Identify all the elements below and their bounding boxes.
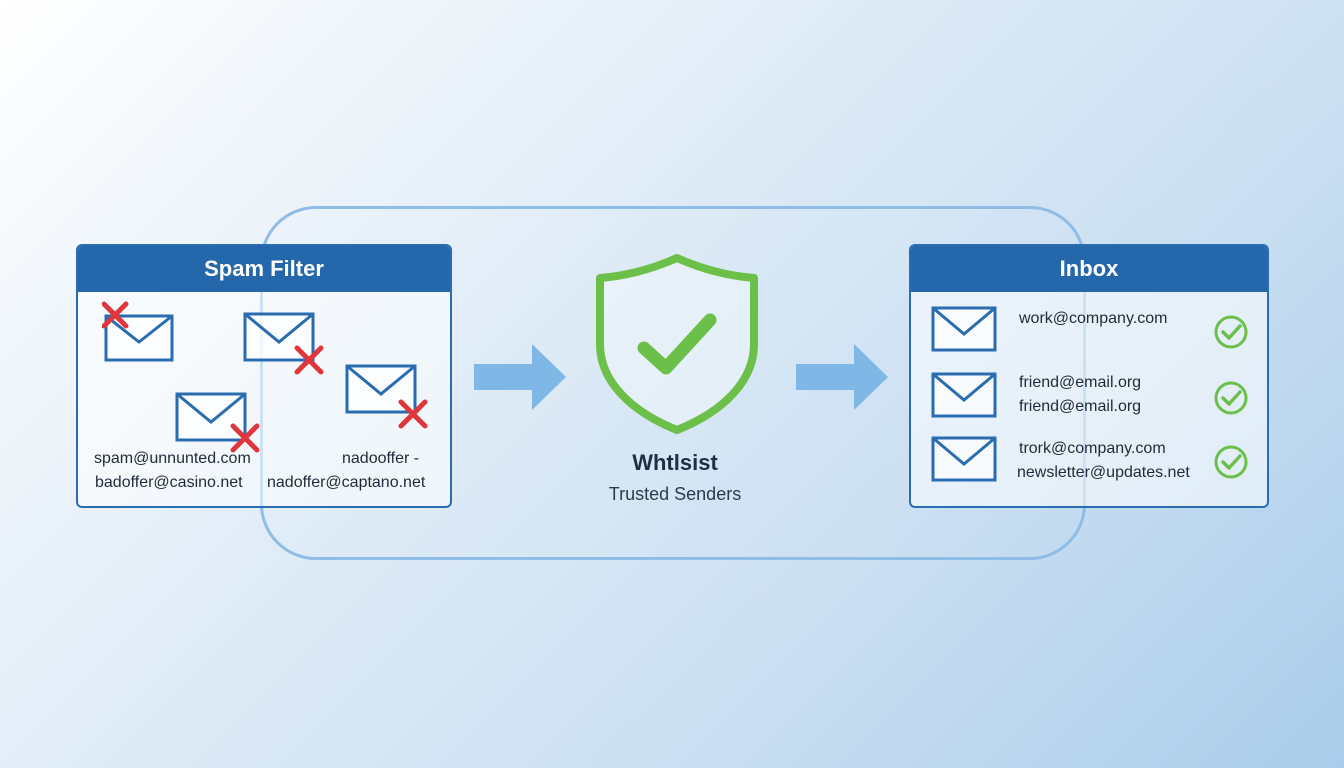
check-circle-icon xyxy=(1214,445,1248,479)
reject-x-icon xyxy=(102,301,129,329)
inbox-title: Inbox xyxy=(911,246,1267,292)
spam-address: nadoffer@captano.net xyxy=(267,474,426,491)
spam-filter-panel: Spam Filter spam@unnunted.com badoffer@c… xyxy=(76,244,452,508)
whitelist-subtitle: Trusted Senders xyxy=(608,484,742,504)
shield-check-icon xyxy=(596,254,758,434)
inbox-panel: Inbox work@company.com friend@email.org … xyxy=(909,244,1269,508)
envelope-icon xyxy=(931,306,997,352)
inbox-address: friend@email.org xyxy=(1019,374,1142,391)
rejected-envelope-icon xyxy=(102,301,174,362)
flow-arrow-icon xyxy=(474,344,566,410)
reject-x-icon xyxy=(230,423,260,453)
rejected-envelope-icon xyxy=(345,364,428,429)
rejected-envelope-icon xyxy=(243,312,324,375)
spam-address: spam@unnunted.com xyxy=(94,450,251,467)
spam-address: nadooffer - xyxy=(342,450,420,467)
spam-filter-title: Spam Filter xyxy=(78,246,450,292)
reject-x-icon xyxy=(398,399,428,429)
inbox-address: trork@company.com xyxy=(1019,440,1166,457)
rejected-envelope-icon xyxy=(175,392,260,453)
inbox-address: newsletter@updates.net xyxy=(1017,464,1190,481)
inbox-address: friend@email.org xyxy=(1019,398,1142,415)
reject-x-icon xyxy=(294,345,324,375)
spam-address: badoffer@casino.net xyxy=(95,474,243,491)
check-circle-icon xyxy=(1214,315,1248,349)
flow-arrow-icon xyxy=(796,344,888,410)
whitelist-title: Whtlsist xyxy=(632,450,718,475)
inbox-address: work@company.com xyxy=(1019,310,1168,327)
envelope-icon xyxy=(931,436,997,482)
check-circle-icon xyxy=(1214,381,1248,415)
envelope-icon xyxy=(931,372,997,418)
